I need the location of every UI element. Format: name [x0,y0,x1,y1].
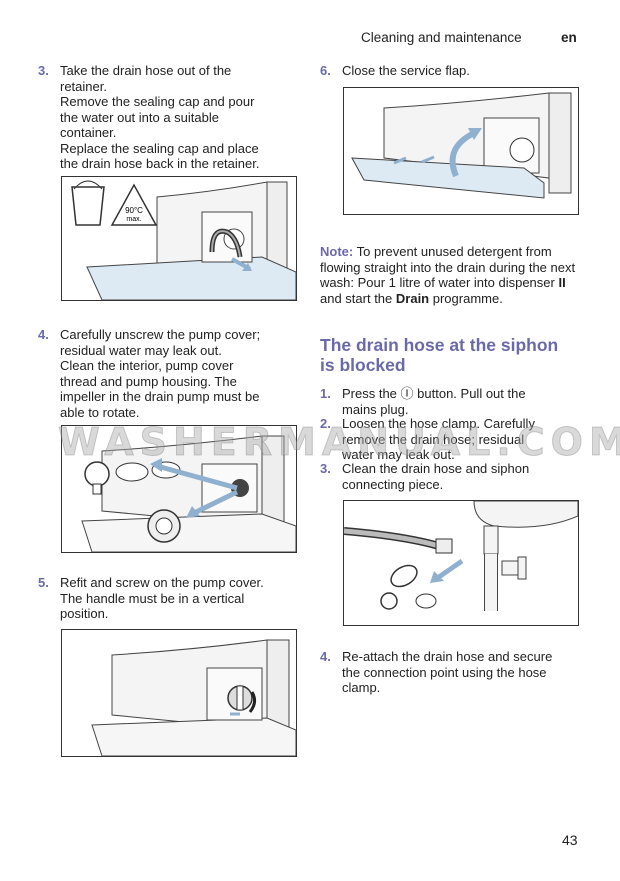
watermark: WASHERMANUAL.COM [58,420,620,465]
step-text: Clean the drain hose and siphon connecti… [342,461,530,492]
note-text: To prevent unused detergent from flowing… [320,244,576,290]
siphon-step-4: 4. Re-attach the drain hose and secure t… [320,649,590,696]
figure-siphon-hose [343,500,579,626]
step-number: 3. [320,461,331,476]
siphon-step-2: 2. Loosen the hose clamp. Carefully remo… [320,416,590,463]
step-number: 5. [38,575,49,590]
step-text-cont: button. Pull out the mains plug. [342,386,526,417]
language-tag: en [561,30,577,45]
siphon-step-1: 1. Press the Ⓘ button. Pull out the main… [320,386,590,417]
note-text-3: programme. [429,290,503,306]
step-text: Re-attach the drain hose and secure the … [342,649,553,695]
step-3: 3. Take the drain hose out of the retain… [38,63,298,172]
max-label: max. [126,216,141,223]
step-text: Press the [342,386,401,401]
step-text: Carefully unscrew the pump cover; residu… [60,327,261,420]
step-6: 6. Close the service flap. [320,63,590,79]
power-button-icon: Ⓘ [400,386,414,401]
note-paragraph: Note: To prevent unused detergent from f… [320,244,582,306]
step-number: 6. [320,63,331,78]
dispenser-label: II [558,275,566,290]
step-number: 2. [320,416,331,431]
figure-pump-cover-removal [61,425,297,553]
figure-pump-cover-refit [61,629,297,757]
page-number: 43 [562,832,578,848]
running-header: Cleaning and maintenance [361,30,522,45]
step-number: 3. [38,63,49,78]
section-heading: The drain hose at the siphon is blocked [320,335,559,375]
temp-label: 90°C [125,206,143,215]
note-label: Note: [320,244,354,259]
siphon-step-3: 3. Clean the drain hose and siphon conne… [320,461,590,492]
note-text-2: and start the [320,290,396,306]
figure-drain-hose-container: 90°C max. [61,176,297,301]
step-5: 5. Refit and screw on the pump cover. Th… [38,575,298,622]
figure-close-service-flap [343,87,579,215]
step-text: Close the service flap. [342,63,470,78]
step-text: Take the drain hose out of the retainer.… [60,63,260,171]
programme-name: Drain [395,290,430,306]
step-number: 4. [38,327,49,342]
step-number: 1. [320,386,331,401]
step-text: Refit and screw on the pump cover. The h… [60,575,264,621]
step-4: 4. Carefully unscrew the pump cover; res… [38,327,298,420]
step-text: Loosen the hose clamp. Carefully remove … [342,416,535,462]
step-number: 4. [320,649,331,664]
